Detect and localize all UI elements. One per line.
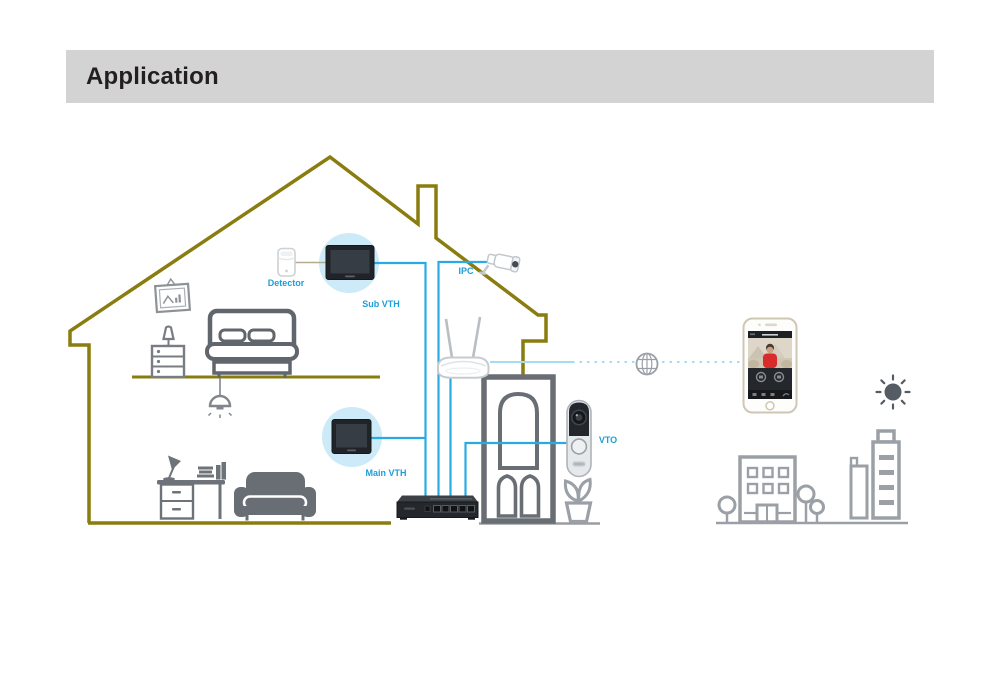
globe-icon xyxy=(635,352,659,376)
tree-icon xyxy=(717,495,737,515)
nightstand-icon xyxy=(150,325,186,379)
tree-icon xyxy=(809,499,825,515)
label-detector: Detector xyxy=(267,278,305,288)
bed-icon xyxy=(205,308,299,378)
main-vth-device xyxy=(331,419,372,454)
skyscraper-building xyxy=(871,440,901,520)
plant-icon xyxy=(563,477,593,524)
desk-icon xyxy=(157,455,226,520)
label-ipc: IPC xyxy=(458,266,474,276)
house-outline xyxy=(68,154,548,525)
tower-building xyxy=(849,464,869,520)
smartphone-device xyxy=(742,317,798,414)
sub-vth-device xyxy=(325,245,375,280)
section-header: Application xyxy=(66,50,934,103)
pendant-light-icon xyxy=(207,378,233,418)
section-title: Application xyxy=(86,62,219,90)
door-icon xyxy=(481,374,556,524)
sofa-icon xyxy=(234,472,316,521)
label-sub-vth: Sub VTH xyxy=(362,299,400,309)
city-buildings-icon xyxy=(716,429,908,525)
network-lines xyxy=(371,260,569,497)
label-vto: VTO xyxy=(598,435,618,445)
switch-device xyxy=(396,495,479,520)
router-device xyxy=(437,316,490,379)
label-main-vth: Main VTH xyxy=(365,468,407,478)
ipc-camera-device xyxy=(478,253,521,275)
picture-frame-icon xyxy=(153,277,192,314)
detector-device xyxy=(277,247,296,277)
tree-icon xyxy=(796,484,816,504)
sun-icon xyxy=(875,374,911,410)
vto-device xyxy=(566,399,592,478)
